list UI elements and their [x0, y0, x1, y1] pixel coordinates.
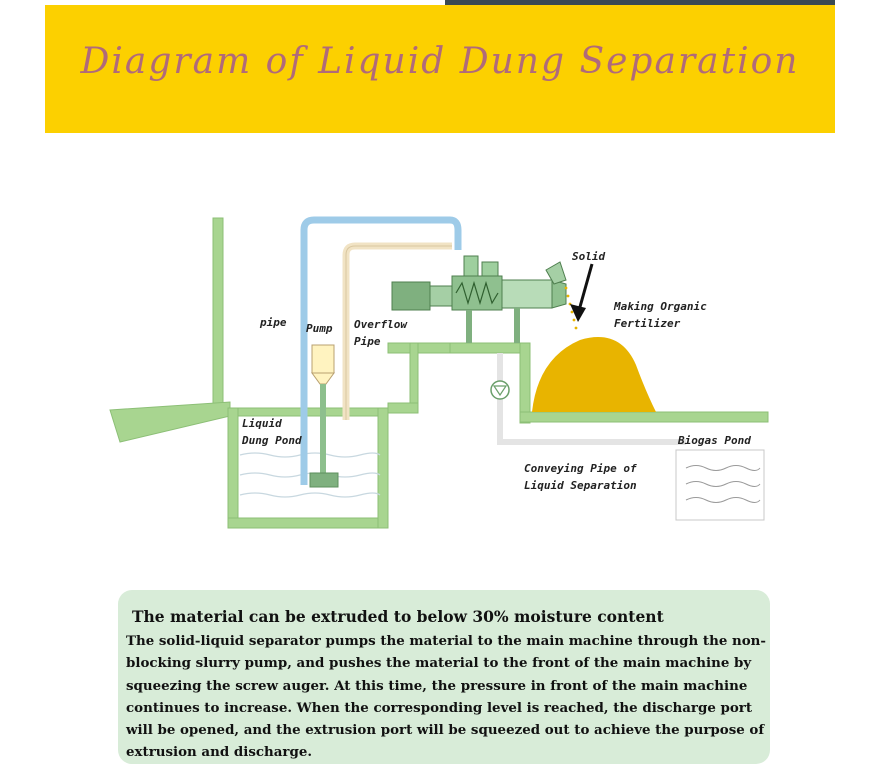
fertilizer-pile: [532, 337, 656, 412]
arrow-icon: [570, 304, 586, 322]
top-strip: [445, 0, 835, 5]
page-title: Diagram of Liquid Dung Separation: [80, 41, 800, 82]
label-pipe: pipe: [259, 316, 287, 329]
label-solid: Solid: [572, 250, 605, 263]
separation-diagram: Solid Making Organic Fertilizer pipe Pum…: [109, 216, 769, 529]
pond-floor: [227, 517, 389, 529]
pump: [309, 344, 339, 488]
title-banner: Diagram of Liquid Dung Separation: [45, 5, 835, 133]
post: [212, 217, 224, 409]
description-body: The solid-liquid separator pumps the mat…: [126, 633, 766, 761]
inlet-slope: [109, 401, 231, 443]
platform-left-top: [387, 342, 461, 354]
label-conveying-2: Liquid Separation: [524, 479, 637, 492]
label-biogas-pond: Biogas Pond: [677, 434, 751, 447]
pond-rim: [237, 407, 379, 417]
description-box: The material can be extruded to below 30…: [118, 590, 770, 764]
valve-icon: [490, 380, 510, 400]
pond-wall-left: [227, 407, 239, 529]
pond-wall-right: [377, 407, 389, 529]
label-making-organic: Making Organic: [613, 300, 707, 313]
label-dung-pond: Dung Pond: [241, 434, 302, 447]
platform-top: [449, 342, 529, 354]
description-title: The material can be extruded to below 30…: [132, 607, 664, 626]
label-liquid: Liquid: [242, 417, 282, 430]
label-overflow: Overflow: [354, 318, 408, 331]
ground-right: [519, 411, 769, 423]
platform-right-wall: [519, 342, 531, 424]
label-conveying-1: Conveying Pipe of: [524, 462, 637, 475]
pond-structure: [109, 217, 769, 529]
label-fertilizer: Fertilizer: [614, 317, 681, 330]
label-overflow-pipe: Pipe: [354, 335, 381, 348]
label-pump: Pump: [306, 322, 333, 335]
pump-pipe: [300, 216, 462, 485]
separator-machine: [391, 255, 567, 343]
overflow-pipe: [342, 242, 452, 420]
platform-base: [387, 402, 419, 414]
biogas-pond: [675, 449, 765, 521]
